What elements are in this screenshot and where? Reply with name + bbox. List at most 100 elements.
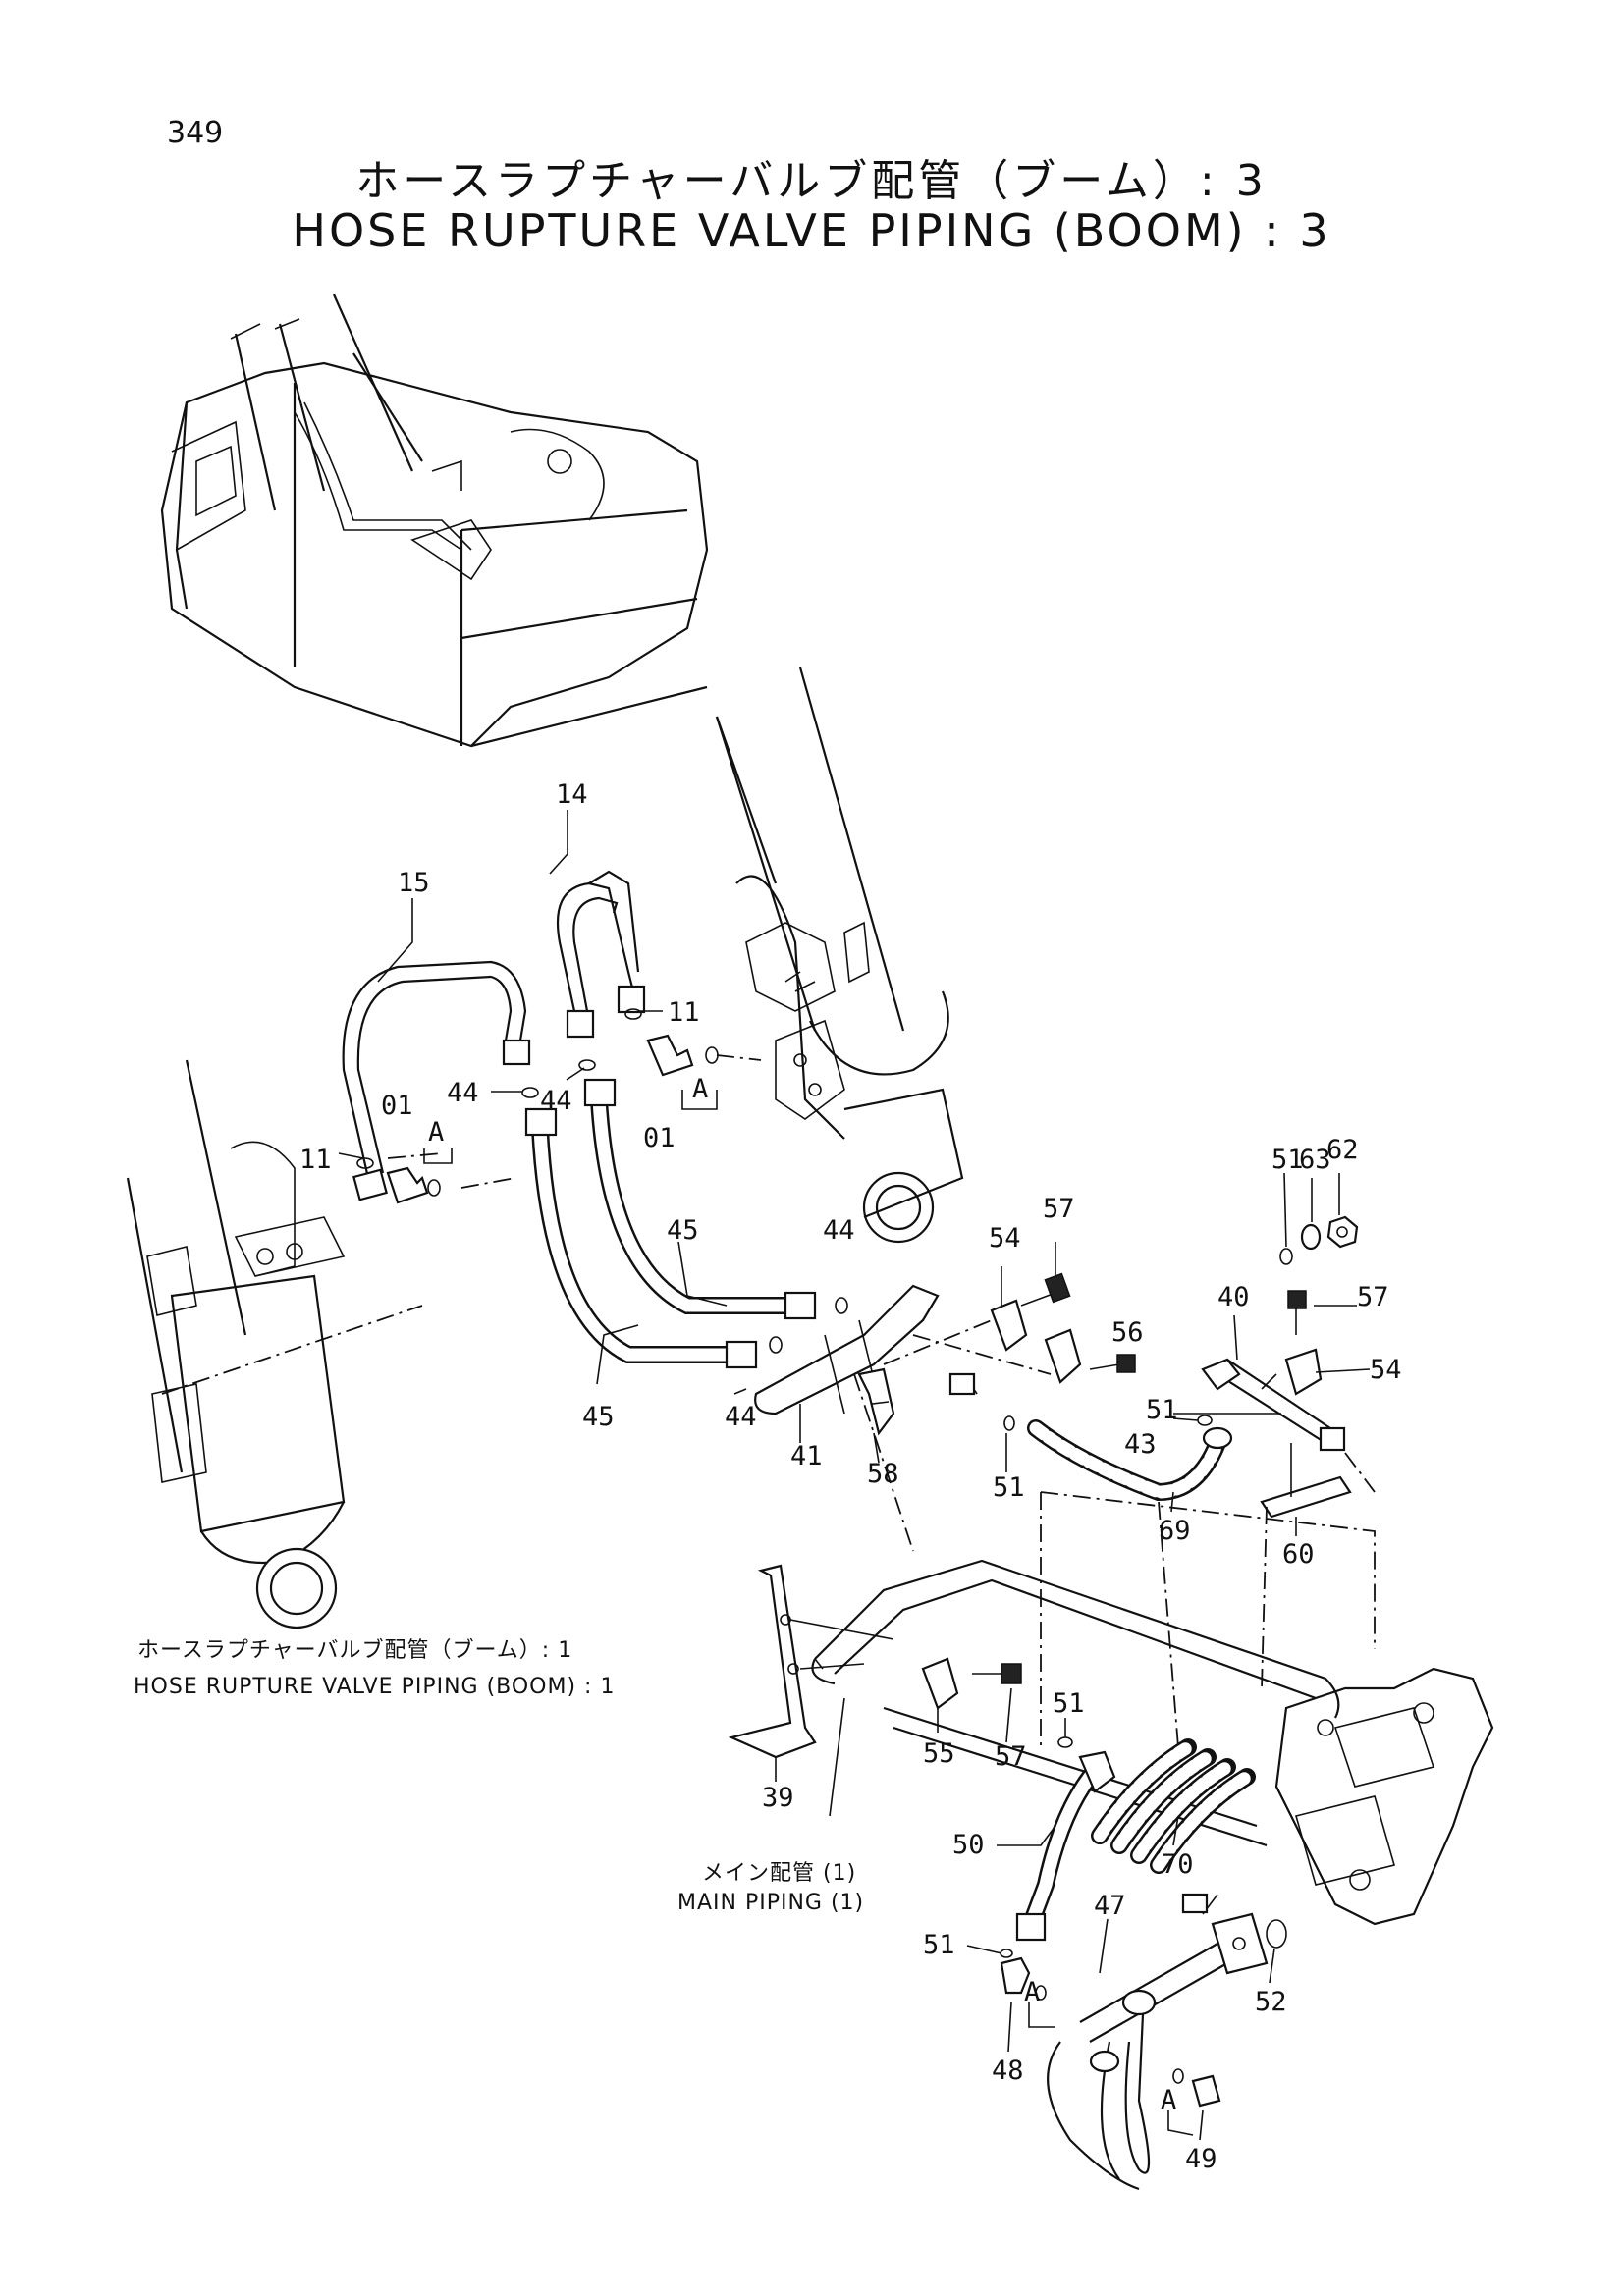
label-41: 41 [790,1441,823,1471]
label-62: 62 [1326,1135,1359,1165]
fitting-49 [1172,2068,1221,2108]
o-ring-44b [578,1059,596,1071]
label-58: 58 [867,1459,899,1489]
label-57b: 57 [1357,1282,1389,1312]
label-a-1: A [692,1074,708,1104]
label-51e: 51 [923,1930,955,1960]
label-44a: 44 [447,1078,479,1108]
title-english: HOSE RUPTURE VALVE PIPING (BOOM) : 3 [292,204,1331,257]
label-54a: 54 [989,1223,1021,1254]
clamp-54-left [990,1299,1028,1352]
label-63: 63 [1299,1145,1331,1175]
label-57a: 57 [1043,1194,1075,1224]
boom-cylinder-left [126,1059,423,1629]
pipe-47 [1047,1893,1287,2191]
o-ring-51-mid [1057,1736,1073,1748]
hose-50 [1015,1736,1116,1942]
label-40: 40 [1217,1282,1250,1312]
bolt-56 [1089,1354,1136,1373]
clamp-54-right [1284,1348,1323,1396]
reference-notes: ホースラプチャーバルブ配管（ブーム）: 1 HOSE RUPTURE VALVE… [134,1638,864,1915]
o-ring-51-low [1000,1949,1013,1958]
note-main-piping-jp: メイン配管 (1) [702,1861,856,1886]
part-labels: 14 15 11 11 44 44 44 44 01 01 A A A A 45… [299,779,1402,2174]
washer-63 [1300,1223,1322,1251]
label-45a: 45 [667,1215,699,1246]
o-ring-51-hose [1003,1415,1015,1431]
label-51c: 51 [993,1472,1025,1503]
label-70: 70 [1162,1849,1194,1880]
label-44d: 44 [725,1402,757,1432]
note-ref-piping-1-en: HOSE RUPTURE VALVE PIPING (BOOM) : 1 [134,1675,615,1699]
hose-45-inner [583,1078,817,1320]
label-44b: 44 [540,1086,572,1116]
o-ring-44c [835,1297,848,1314]
label-56: 56 [1111,1317,1144,1348]
pipe-14 [556,870,646,1039]
label-55: 55 [923,1738,955,1769]
label-39: 39 [762,1783,794,1813]
boom-cylinder-right [715,667,964,1244]
bolt-57-top [1020,1272,1071,1307]
o-ring-43 [1197,1415,1213,1426]
label-43: 43 [1124,1429,1157,1460]
o-ring-44a [521,1087,539,1098]
note-ref-piping-1-jp: ホースラプチャーバルブ配管（ブーム）: 1 [137,1638,572,1663]
hoses-70 [1091,1738,1256,1874]
clamp-55 [921,1657,959,1710]
fitting-48 [1000,1949,1047,2001]
o-ring-51-top [1279,1248,1293,1265]
label-52: 52 [1255,1987,1287,2017]
page-number: 349 [167,116,224,150]
excavator-overview [160,294,709,748]
label-50: 50 [952,1830,985,1860]
title-japanese: ホースラプチャーバルブ配管（ブーム）: 3 [355,156,1268,206]
bracket-39 [728,1564,894,1759]
label-a-3: A [1024,1977,1040,2007]
hose-69 [1003,1415,1233,1502]
block-41 [754,1284,940,1552]
label-49: 49 [1185,2144,1217,2174]
label-51a: 51 [1271,1145,1304,1175]
label-01b: 01 [643,1123,676,1153]
label-11b: 11 [299,1145,332,1175]
nut-62 [1326,1215,1359,1249]
plate-60 [1260,1475,1352,1519]
label-48: 48 [992,2056,1024,2086]
label-57c: 57 [995,1741,1027,1772]
o-ring-52 [1266,1919,1287,1949]
label-14: 14 [556,779,588,810]
pipe-40 [1201,1358,1346,1452]
bolt-57-right [1287,1290,1307,1335]
control-valve [1274,1667,1494,1926]
bolt-47 [1181,1893,1209,1914]
note-main-piping-en: MAIN PIPING (1) [677,1891,864,1915]
label-54b: 54 [1370,1355,1402,1385]
label-51b: 51 [1146,1395,1178,1425]
bracket-a-lower [423,1148,453,1164]
fitting-01-lower [386,1166,441,1204]
label-a-4: A [1161,2085,1176,2115]
hose-45-outer [524,1107,758,1369]
clamp-56 [1044,1328,1082,1384]
bracket-a-upper [681,1090,718,1110]
leader-lines [338,810,1371,2141]
label-01a: 01 [381,1091,413,1121]
fitting-51-hose [948,1372,976,1396]
label-69: 69 [1159,1516,1191,1546]
label-15: 15 [398,868,430,898]
label-60: 60 [1282,1539,1315,1570]
clamp-58 [857,1367,895,1436]
fitting-01-upper [646,1034,719,1077]
o-ring-11b [356,1157,374,1169]
pipe-15 [342,960,531,1201]
label-11a: 11 [668,997,700,1028]
label-a-2: A [428,1117,444,1148]
o-ring-44d [769,1336,783,1354]
label-51d: 51 [1053,1688,1085,1719]
label-47: 47 [1094,1891,1126,1921]
o-ring-11a [624,1008,642,1020]
label-44c: 44 [823,1215,855,1246]
label-45b: 45 [582,1402,615,1432]
